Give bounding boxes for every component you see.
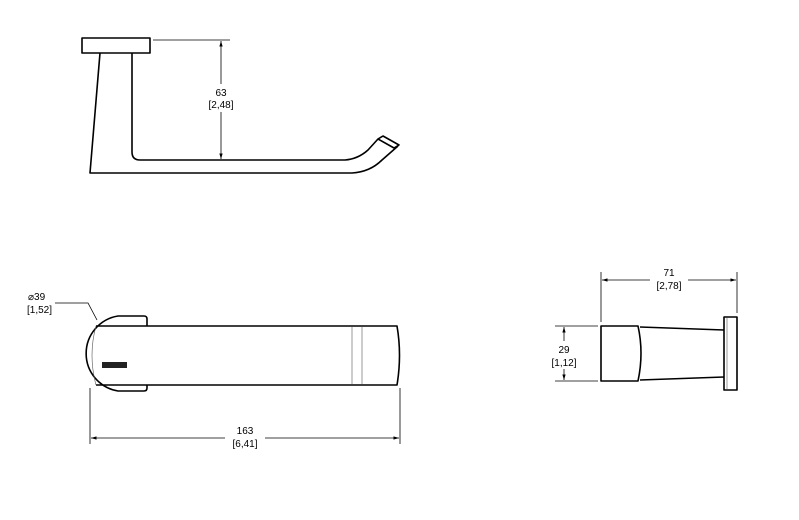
arm-inner-edge [131, 53, 379, 161]
arm-outer-edge [89, 52, 399, 174]
width-dim-inch: [1,12] [551, 358, 576, 369]
top-view: ⌀39 [1,52] 163 [6,41] [27, 292, 401, 450]
length-dim-inch: [6,41] [232, 439, 257, 450]
diameter-dim-inch: [1,52] [27, 305, 52, 316]
depth-dim-mm: 71 [663, 268, 675, 279]
arm-tip [377, 135, 400, 149]
flange-outline [85, 315, 148, 392]
arm-body [96, 325, 401, 386]
diameter-dim-mm: ⌀39 [28, 292, 46, 303]
arm-end [600, 325, 642, 382]
arm-end-curve [91, 325, 97, 386]
wall-flange [723, 316, 738, 391]
arm-taper [639, 326, 725, 381]
length-dim-mm: 163 [237, 426, 254, 437]
height-dim-mm: 63 [215, 88, 227, 99]
diameter-leader [55, 302, 98, 321]
side-view: 71 [2,78] 29 [1,12] [551, 268, 738, 391]
depth-dim-inch: [2,78] [656, 281, 681, 292]
wall-flange [81, 37, 151, 54]
width-dim-mm: 29 [558, 345, 570, 356]
front-view: 63 [2,48] [81, 37, 400, 174]
logo-badge [102, 362, 127, 368]
height-dim-inch: [2,48] [208, 100, 233, 111]
